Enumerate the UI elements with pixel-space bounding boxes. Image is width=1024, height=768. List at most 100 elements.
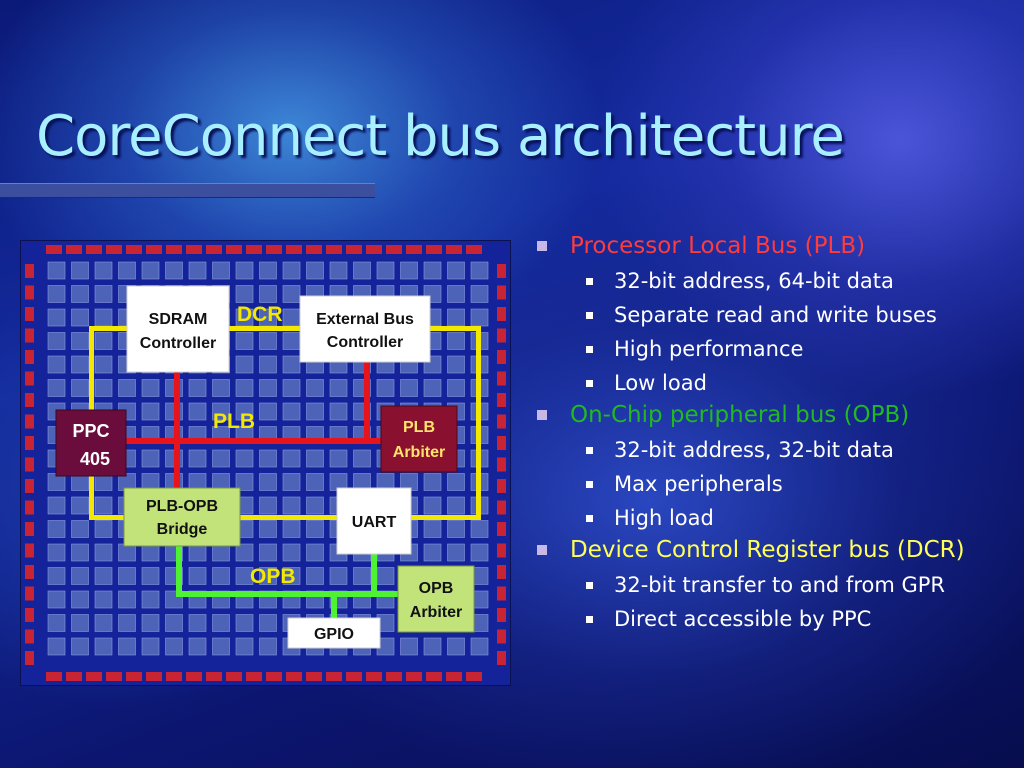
chip-cell bbox=[188, 261, 207, 280]
chip-cell bbox=[447, 308, 465, 327]
chip-cell bbox=[235, 379, 254, 397]
chip-cell bbox=[400, 637, 418, 656]
io-pad bbox=[497, 350, 506, 364]
io-pad bbox=[226, 245, 242, 254]
chip-cell bbox=[329, 261, 348, 280]
io-pad bbox=[246, 245, 262, 254]
chip-cell bbox=[212, 614, 230, 632]
chip-cell bbox=[47, 379, 66, 397]
chip-cell bbox=[235, 614, 254, 632]
io-pad bbox=[497, 522, 506, 536]
chip-cell bbox=[376, 261, 395, 280]
chip-cell bbox=[118, 543, 136, 562]
uart-block: UART bbox=[336, 487, 412, 555]
io-pad bbox=[25, 543, 34, 558]
chip-cell bbox=[423, 637, 442, 656]
chip-cell bbox=[47, 355, 66, 374]
plb-opb-bridge-block: PLB-OPB Bridge bbox=[123, 487, 241, 547]
io-pad bbox=[186, 245, 202, 254]
io-pad bbox=[25, 436, 34, 450]
io-pad bbox=[25, 651, 34, 665]
io-pad bbox=[25, 328, 34, 343]
io-pad bbox=[25, 522, 34, 536]
io-pad bbox=[497, 285, 506, 300]
chip-cell bbox=[71, 614, 89, 632]
ppc-405-block: PPC 405 bbox=[55, 409, 127, 477]
chip-cell bbox=[400, 261, 418, 280]
io-pad bbox=[25, 371, 34, 386]
chip-cell bbox=[71, 355, 89, 374]
io-pad bbox=[366, 672, 382, 681]
io-pad bbox=[206, 245, 222, 254]
ppc-line-1: PPC bbox=[72, 421, 109, 441]
sub-bullet-text: Separate read and write buses bbox=[614, 303, 937, 327]
chip-cell bbox=[212, 261, 230, 280]
chip-cell bbox=[282, 332, 301, 350]
chip-cell bbox=[71, 543, 89, 562]
chip-cell bbox=[47, 543, 66, 562]
io-pad bbox=[286, 672, 302, 681]
io-pad bbox=[66, 245, 82, 254]
chip-cell bbox=[141, 614, 160, 632]
chip-cell bbox=[165, 261, 183, 280]
chip-cell bbox=[306, 520, 324, 538]
chip-cell bbox=[259, 285, 277, 303]
chip-cell bbox=[94, 355, 113, 374]
bullet-text: Device Control Register bus (DCR) bbox=[570, 537, 965, 563]
chip-cell bbox=[282, 285, 301, 303]
io-pad bbox=[497, 307, 506, 321]
io-pad bbox=[497, 436, 506, 450]
io-pad bbox=[166, 672, 182, 681]
chip-cell bbox=[306, 543, 324, 562]
io-pad bbox=[497, 565, 506, 579]
chip-cell bbox=[259, 261, 277, 280]
io-pad bbox=[406, 672, 422, 681]
opb-bus bbox=[176, 540, 399, 621]
chip-cell bbox=[470, 543, 489, 562]
chip-cell bbox=[282, 473, 301, 491]
slide-title: CoreConnect bus architecture bbox=[36, 104, 845, 169]
chip-cell bbox=[447, 496, 465, 515]
chip-cell bbox=[71, 379, 89, 397]
sub-bullet-text: High load bbox=[614, 506, 714, 530]
io-pad bbox=[25, 565, 34, 579]
sub-bullet-square-icon bbox=[586, 380, 593, 387]
chip-cell bbox=[447, 520, 465, 538]
chip-cell bbox=[235, 449, 254, 468]
bullet-square-icon bbox=[537, 241, 547, 251]
io-pad bbox=[25, 608, 34, 622]
io-pad bbox=[497, 608, 506, 622]
opb-arbiter-block: OPB Arbiter bbox=[397, 565, 475, 633]
io-pad bbox=[46, 672, 62, 681]
title-underline-bar bbox=[0, 183, 375, 198]
io-pad bbox=[286, 245, 302, 254]
chip-cell bbox=[71, 637, 89, 656]
chip-cell bbox=[71, 261, 89, 280]
sub-bullet-square-icon bbox=[586, 515, 593, 522]
sub-bullet-square-icon bbox=[586, 278, 593, 285]
external-bus-controller-block: External Bus Controller bbox=[299, 295, 431, 363]
io-pad bbox=[25, 285, 34, 300]
sub-bullet-square-icon bbox=[586, 582, 593, 589]
chip-cell bbox=[306, 567, 324, 585]
io-pad bbox=[266, 672, 282, 681]
chip-cell bbox=[47, 285, 66, 303]
chip-cell bbox=[94, 567, 113, 585]
chip-cell bbox=[141, 402, 160, 421]
chip-cell bbox=[141, 379, 160, 397]
sub-bullet-square-icon bbox=[586, 346, 593, 353]
chip-cell bbox=[259, 473, 277, 491]
chip-cell bbox=[118, 567, 136, 585]
chip-cell bbox=[47, 332, 66, 350]
chip-cell bbox=[306, 261, 324, 280]
chip-cell bbox=[259, 402, 277, 421]
chip-cell bbox=[165, 637, 183, 656]
chip-cell bbox=[329, 567, 348, 585]
chip-cell bbox=[470, 520, 489, 538]
chip-cell bbox=[306, 449, 324, 468]
chip-cell bbox=[71, 590, 89, 609]
chip-cell bbox=[235, 332, 254, 350]
io-pad bbox=[346, 245, 362, 254]
sub-bullet-text: Direct accessible by PPC bbox=[614, 607, 872, 631]
chip-cell bbox=[94, 285, 113, 303]
